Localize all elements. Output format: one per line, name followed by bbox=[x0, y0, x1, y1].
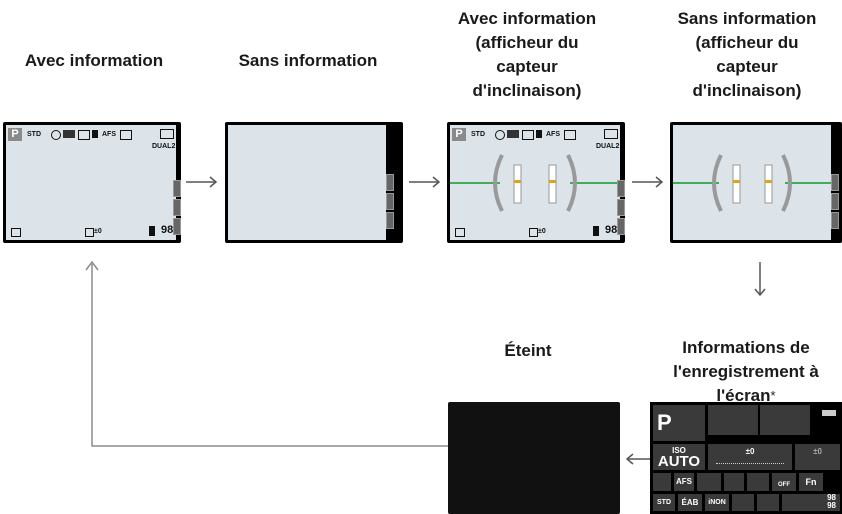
label-avec-information: Avec information bbox=[24, 51, 164, 70]
panel-card bbox=[757, 494, 779, 511]
mode-badge: P bbox=[452, 128, 466, 141]
metering-icon bbox=[455, 228, 465, 237]
panel-wifi: OFF bbox=[772, 473, 796, 491]
aspect-icon bbox=[522, 130, 534, 140]
card-icon bbox=[593, 226, 599, 236]
shots-remaining: 98 bbox=[605, 224, 618, 236]
touch-tab-1 bbox=[386, 174, 394, 191]
arrow-right-3 bbox=[632, 176, 664, 188]
lcd-area bbox=[6, 125, 176, 240]
label-sans-information: Sans information bbox=[238, 51, 378, 70]
flash-icon bbox=[495, 130, 505, 140]
exposure-value: ±0 bbox=[94, 228, 102, 235]
touch-tab-1 bbox=[831, 174, 839, 191]
panel-battery-icon bbox=[822, 410, 836, 416]
screen-avec-information-tilt: P STD AFS DUAL2 ±0 98 bbox=[447, 122, 625, 243]
quality-icon bbox=[63, 130, 75, 138]
panel-iso: ISO AUTO bbox=[653, 444, 705, 470]
recording-info-text: Informations de l'enregistrement à l'écr… bbox=[673, 338, 819, 405]
exposure-comp-icon bbox=[85, 228, 94, 237]
panel-exposure: ±0 bbox=[708, 444, 792, 470]
panel-metering bbox=[732, 494, 754, 511]
shots-remaining: 98 bbox=[161, 224, 174, 236]
panel-shots: 98 98 bbox=[782, 494, 840, 511]
flash-value: ±0 bbox=[813, 447, 822, 456]
label-recording-info: Informations de l'enregistrement à l'écr… bbox=[650, 312, 842, 408]
panel-photo-style bbox=[724, 473, 744, 491]
exposure-value: ±0 bbox=[745, 447, 755, 456]
af-area-icon bbox=[564, 130, 576, 140]
touch-tab-2 bbox=[386, 193, 394, 210]
panel-style: STD bbox=[653, 494, 675, 511]
arrow-down bbox=[754, 262, 766, 297]
screen-sans-information bbox=[225, 122, 403, 243]
screen-sans-information-tilt bbox=[670, 122, 842, 243]
touch-tab-1 bbox=[173, 180, 181, 197]
label-sans-information-tilt: Sans information (afficheur du capteur d… bbox=[677, 9, 817, 100]
panel-inon: iNON bbox=[705, 494, 729, 511]
mode-badge: P bbox=[8, 128, 22, 141]
focus-mode-icon bbox=[536, 130, 542, 138]
style-indicator: STD bbox=[471, 131, 485, 138]
lcd-area bbox=[228, 125, 386, 240]
label-avec-information-tilt: Avec information (afficheur du capteur d… bbox=[457, 9, 597, 100]
dual-is-indicator: DUAL2 bbox=[596, 143, 620, 150]
arrow-right-2 bbox=[409, 176, 441, 188]
battery-icon bbox=[604, 129, 618, 139]
afs-indicator: AFS bbox=[546, 131, 560, 138]
afs-indicator: AFS bbox=[102, 131, 116, 138]
panel-flash: ±0 bbox=[795, 444, 840, 470]
touch-tab-1 bbox=[617, 180, 625, 197]
focus-mode-icon bbox=[92, 130, 98, 138]
iso-value: AUTO bbox=[657, 453, 701, 470]
touch-tab-fn bbox=[386, 212, 394, 229]
iso-label: ISO bbox=[672, 446, 686, 455]
screen-eteint bbox=[448, 402, 620, 514]
card-icon bbox=[149, 226, 155, 236]
screen-avec-information: P STD AFS DUAL2 ±0 98 bbox=[3, 122, 181, 243]
af-area-icon bbox=[120, 130, 132, 140]
tilt-gauge bbox=[450, 154, 620, 212]
shots-1: 98 bbox=[827, 493, 836, 502]
quality-icon bbox=[507, 130, 519, 138]
battery-icon bbox=[160, 129, 174, 139]
label-eteint: Éteint bbox=[504, 341, 552, 360]
panel-af-area bbox=[697, 473, 721, 491]
metering-icon bbox=[11, 228, 21, 237]
aspect-icon bbox=[78, 130, 90, 140]
touch-tab-2 bbox=[617, 199, 625, 216]
exposure-comp-icon bbox=[529, 228, 538, 237]
panel-mode: P bbox=[653, 405, 705, 441]
touch-tab-fn bbox=[831, 212, 839, 229]
shots-2: 98 bbox=[827, 501, 836, 510]
touch-tab-fn bbox=[173, 218, 181, 235]
style-indicator: STD bbox=[27, 131, 41, 138]
panel-afs: AFS bbox=[674, 473, 694, 491]
recording-info-asterisk: * bbox=[770, 388, 776, 403]
return-arrow bbox=[85, 260, 448, 447]
panel-eab: ÉAB bbox=[678, 494, 702, 511]
dual-is-indicator: DUAL2 bbox=[152, 143, 176, 150]
panel-drive bbox=[653, 473, 671, 491]
flash-icon bbox=[51, 130, 61, 140]
tilt-gauge bbox=[673, 154, 831, 212]
arrow-right-1 bbox=[186, 176, 218, 188]
recording-info-panel: P ISO AUTO ±0 ±0 AFS OFF Fn STD ÉAB iNON… bbox=[650, 402, 842, 514]
touch-tab-2 bbox=[173, 199, 181, 216]
panel-blank-2 bbox=[760, 405, 810, 435]
touch-tab-2 bbox=[831, 193, 839, 210]
exposure-scale bbox=[716, 457, 784, 464]
panel-size bbox=[747, 473, 769, 491]
panel-fn-button[interactable]: Fn bbox=[799, 473, 823, 491]
touch-tab-fn bbox=[617, 218, 625, 235]
panel-blank-1 bbox=[708, 405, 758, 435]
exposure-value: ±0 bbox=[538, 228, 546, 235]
